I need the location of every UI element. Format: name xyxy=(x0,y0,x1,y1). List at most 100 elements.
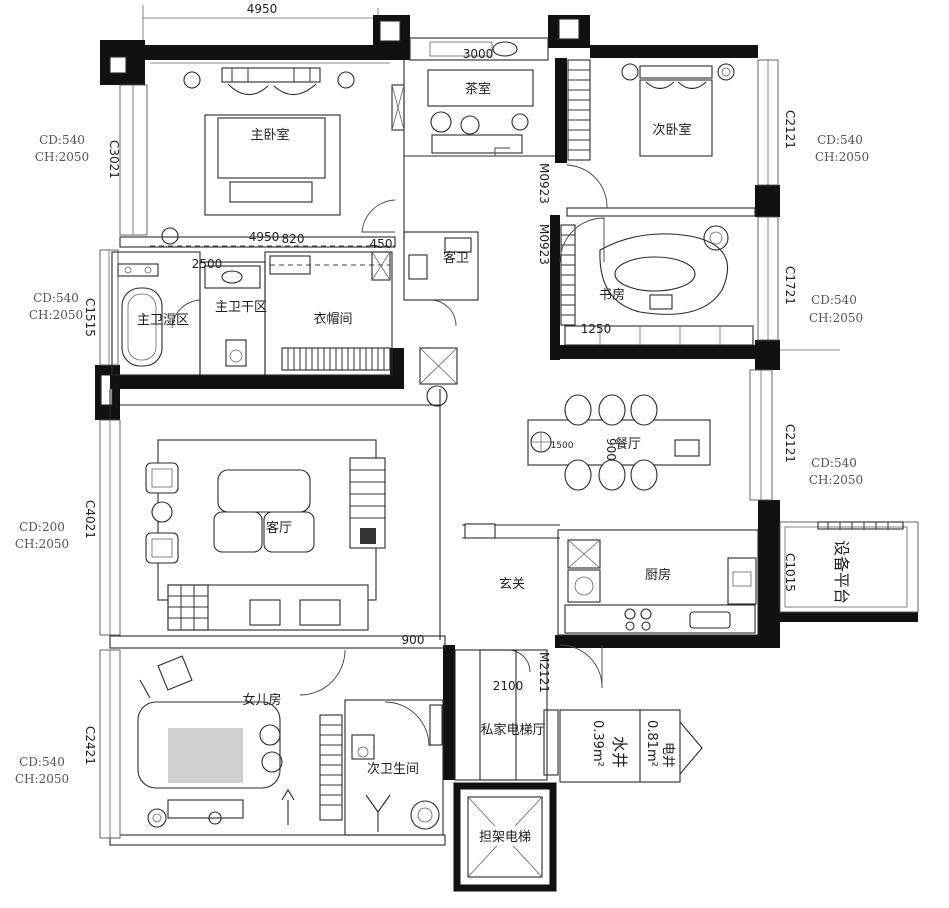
label-living: 客厅 xyxy=(266,520,292,536)
dimension-lobby-width: 2100 xyxy=(493,679,524,693)
master-bath: 4950 2500 主卫湿区 主卫干区 xyxy=(111,230,395,376)
label-electric-shaft-area: 0.81m² xyxy=(644,720,659,767)
label-daughter-room: 女儿房 xyxy=(242,692,281,708)
daughter-nightstand-left xyxy=(147,808,167,828)
dining-chair-4 xyxy=(564,459,592,491)
side-table xyxy=(151,501,173,523)
daughter-lamp xyxy=(259,724,281,746)
window-ch-left-4: CH:2050 xyxy=(15,772,69,786)
armchair-bottom xyxy=(145,532,179,564)
wall-master-top xyxy=(143,45,375,60)
kitchen-side-counter xyxy=(727,557,757,605)
walls xyxy=(109,37,918,846)
closet: 820 衣帽间 xyxy=(264,232,393,376)
shaft-arrow xyxy=(679,721,703,775)
kitchen-counter xyxy=(564,604,756,634)
window-cd-left-4: CD:540 xyxy=(19,755,65,769)
window-ch-left-1: CH:2050 xyxy=(35,150,89,164)
duct-master xyxy=(391,84,405,131)
dimension-tea-room-width: 3000 xyxy=(463,47,494,61)
stove-burner-3 xyxy=(625,621,635,631)
dimension-master-suite-width: 4950 xyxy=(249,230,280,244)
door-code-study: M0923 xyxy=(537,224,551,265)
study-desk xyxy=(614,256,696,292)
tea-stool-1 xyxy=(430,111,452,133)
elevator-lobby-panel xyxy=(543,709,559,776)
dimension-guest-bath-opening: 450 xyxy=(370,237,393,251)
living-room: 客厅 xyxy=(145,439,386,631)
guest-bath-drain xyxy=(426,385,448,407)
shaft-area xyxy=(559,709,681,783)
guest-toilet xyxy=(408,254,428,280)
study-rug xyxy=(599,233,729,315)
wall-master-bottom-thick xyxy=(110,375,402,389)
wall-daughter-bottom xyxy=(109,834,446,846)
guest-sink xyxy=(444,237,472,253)
daughter-stool xyxy=(261,751,283,773)
daughter-armchair xyxy=(157,655,193,691)
wall-closet-right xyxy=(390,348,404,389)
guest-bath-area xyxy=(403,231,479,301)
second-bath: 次卫生间 xyxy=(344,699,444,836)
wall-second-bedroom-top xyxy=(590,45,758,58)
label-water-shaft: 水井 xyxy=(610,736,629,768)
sofa-cushion-left xyxy=(213,511,263,553)
daughter-bed-footboard xyxy=(167,799,244,819)
daughter-bed-blurred-area xyxy=(168,728,243,783)
dimension-study-shelf: 1250 xyxy=(581,322,612,336)
study-shelf xyxy=(564,325,754,346)
closet-area xyxy=(264,251,393,376)
label-equipment-platform: 设备平台 xyxy=(832,540,851,604)
elevator-lobby: 2100 私家电梯厅 xyxy=(454,649,559,781)
master-bed xyxy=(204,114,341,216)
structural-columns xyxy=(95,15,590,420)
tea-stool-2 xyxy=(460,115,480,135)
label-foyer: 玄关 xyxy=(499,577,525,592)
study: 书房 1250 xyxy=(559,217,754,346)
kitchen-area xyxy=(557,529,759,636)
window-code-right-3: C2121 xyxy=(783,424,797,463)
dining-room: 1500 900 餐厅 xyxy=(527,394,711,491)
wall-tea-second-divider xyxy=(555,58,567,163)
dining-chair-2 xyxy=(598,394,626,426)
door-code-entry: M2121 xyxy=(537,652,551,693)
label-electric-shaft: 电井 xyxy=(660,742,675,768)
window-cd-left-2: CD:540 xyxy=(33,291,79,305)
dining-chair-1 xyxy=(564,394,592,426)
label-second-bath: 次卫生间 xyxy=(367,761,419,777)
second-bath-vent xyxy=(429,704,443,746)
window-code-right-1: C2121 xyxy=(783,110,797,149)
bathtub xyxy=(121,287,163,367)
window-cd-right-2: CD:540 xyxy=(811,293,857,307)
daughter-nightstand-right xyxy=(208,811,222,825)
top-dimension: 4950 xyxy=(142,2,379,40)
platform-grille xyxy=(817,521,904,530)
foyer: 玄关 xyxy=(462,523,603,689)
window-annotations-right: C2121 CD:540 CH:2050 C1721 CD:540 CH:205… xyxy=(783,110,869,592)
fridge xyxy=(567,539,601,569)
daughter-room: 900 女儿房 xyxy=(137,633,425,828)
door-codes: M0923 M0923 M2121 xyxy=(537,163,551,693)
tea-stool-3 xyxy=(511,113,529,131)
window-ch-right-3: CH:2050 xyxy=(809,473,863,487)
window-cd-right-3: CD:540 xyxy=(811,456,857,470)
label-guest-bath: 客卫 xyxy=(443,250,469,266)
door-code-second-bedroom: M0923 xyxy=(537,163,551,204)
wall-right-middle xyxy=(755,340,780,370)
kitchen: 厨房 xyxy=(557,529,759,636)
label-study: 书房 xyxy=(599,287,625,303)
dining-chair-3 xyxy=(630,394,658,426)
dimension-daughter-door: 900 xyxy=(402,633,425,647)
window-code-left-2: C1515 xyxy=(83,298,97,337)
master-plant xyxy=(161,227,179,245)
tea-room: 3000 茶室 xyxy=(427,47,534,156)
master-bath-vanity-dry xyxy=(204,265,261,289)
second-nightstand-right xyxy=(717,63,735,81)
label-dining: 餐厅 xyxy=(615,436,641,452)
window-annotations-left: C3021 CD:540 CH:2050 C1515 CD:540 CH:205… xyxy=(15,133,121,786)
utility-shafts: 0.39m² 水井 0.81m² 电井 xyxy=(559,709,703,783)
sofa-cushion-right xyxy=(263,511,315,553)
label-kitchen: 厨房 xyxy=(645,567,671,583)
window-cd-right-1: CD:540 xyxy=(817,133,863,147)
second-bath-basin xyxy=(410,800,440,830)
